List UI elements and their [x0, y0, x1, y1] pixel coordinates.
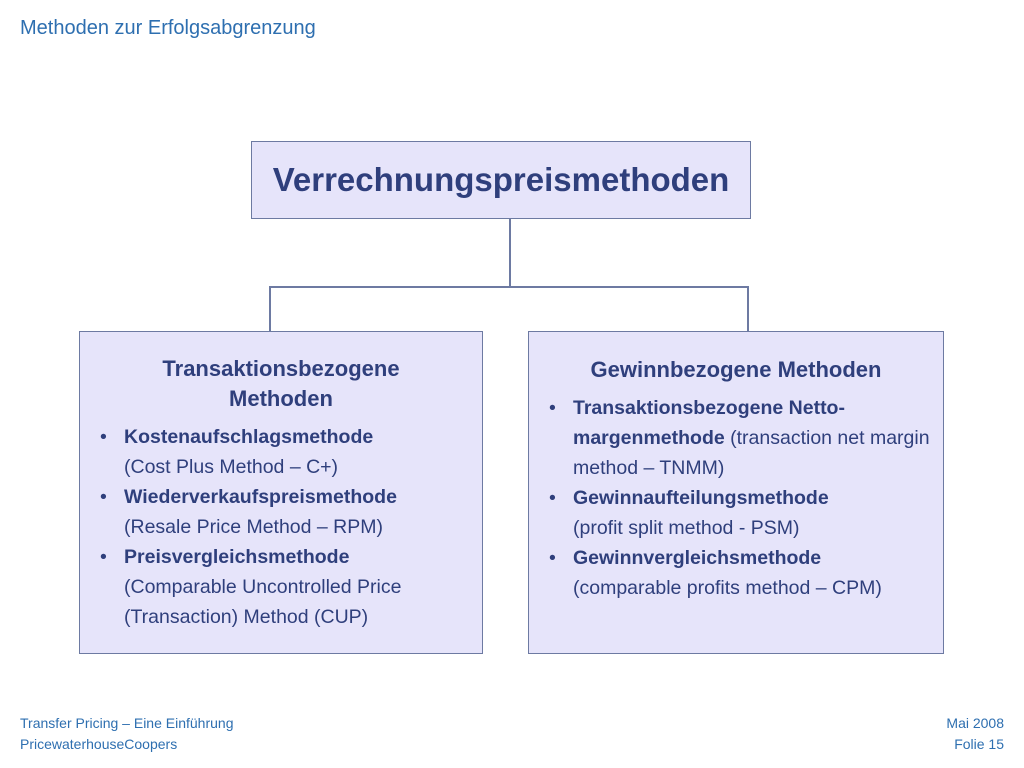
root-method-box: Verrechnungspreismethoden: [251, 141, 751, 219]
list-item: • Kostenaufschlagsmethode (Cost Plus Met…: [100, 422, 480, 482]
method-description: (profit split method - PSM): [573, 517, 800, 539]
footer-slide-number: Folie 15: [954, 736, 1004, 752]
connector-vertical-right: [747, 286, 749, 331]
list-item: • Gewinnvergleichsmethode (comparable pr…: [549, 543, 944, 603]
footer-left: Transfer Pricing – Eine Einführung Price…: [20, 713, 233, 755]
profit-methods-box: Gewinnbezogene Methoden • Transaktionsbe…: [528, 331, 944, 654]
connector-horizontal: [269, 286, 748, 288]
bullet-icon: •: [549, 547, 556, 569]
list-item: • Preisvergleichsmethode (Comparable Unc…: [100, 542, 480, 632]
method-name: Gewinnvergleichsmethode: [573, 547, 822, 569]
bullet-icon: •: [100, 546, 107, 568]
connector-vertical-root: [509, 219, 511, 286]
method-description: (Cost Plus Method – C+): [124, 456, 339, 478]
footer-right: Mai 2008 Folie 15: [946, 713, 1004, 755]
transaction-methods-heading: Transaktionsbezogene Methoden: [80, 354, 482, 414]
method-name: Gewinnaufteilungsmethode: [573, 487, 829, 509]
method-name: Wiederverkaufspreismethode: [124, 486, 397, 508]
bullet-icon: •: [100, 486, 107, 508]
footer-company: PricewaterhouseCoopers: [20, 736, 178, 752]
profit-methods-list: • Transaktionsbezogene Netto-margenmetho…: [549, 393, 944, 603]
method-description: (Resale Price Method – RPM): [124, 516, 384, 538]
heading-line: Transaktionsbezogene: [162, 356, 400, 381]
method-description: (Comparable Uncontrolled Price (Transact…: [124, 576, 402, 628]
bullet-icon: •: [100, 426, 107, 448]
method-name: Transaktionsbezogene Netto-margenmethode: [573, 397, 845, 449]
method-description: (transaction net margin method – TNMM): [573, 427, 930, 479]
root-method-title: Verrechnungspreismethoden: [272, 161, 730, 198]
transaction-methods-box: Transaktionsbezogene Methoden • Kostenau…: [79, 331, 483, 654]
footer-presentation-title: Transfer Pricing – Eine Einführung: [20, 715, 234, 731]
list-item: • Transaktionsbezogene Netto-margenmetho…: [549, 393, 944, 483]
connector-vertical-left: [269, 286, 271, 331]
method-name: Preisvergleichsmethode: [124, 546, 350, 568]
heading-line: Methoden: [229, 386, 333, 411]
list-item: • Gewinnaufteilungsmethode (profit split…: [549, 483, 944, 543]
slide-title: Methoden zur Erfolgsabgrenzung: [20, 17, 316, 39]
transaction-methods-list: • Kostenaufschlagsmethode (Cost Plus Met…: [100, 422, 480, 632]
bullet-icon: •: [549, 397, 556, 419]
method-description: (comparable profits method – CPM): [573, 577, 882, 599]
footer-date: Mai 2008: [946, 715, 1004, 731]
bullet-icon: •: [549, 487, 556, 509]
list-item: • Wiederverkaufspreismethode (Resale Pri…: [100, 482, 480, 542]
profit-methods-heading: Gewinnbezogene Methoden: [590, 357, 882, 382]
method-name: Kostenaufschlagsmethode: [124, 426, 374, 448]
